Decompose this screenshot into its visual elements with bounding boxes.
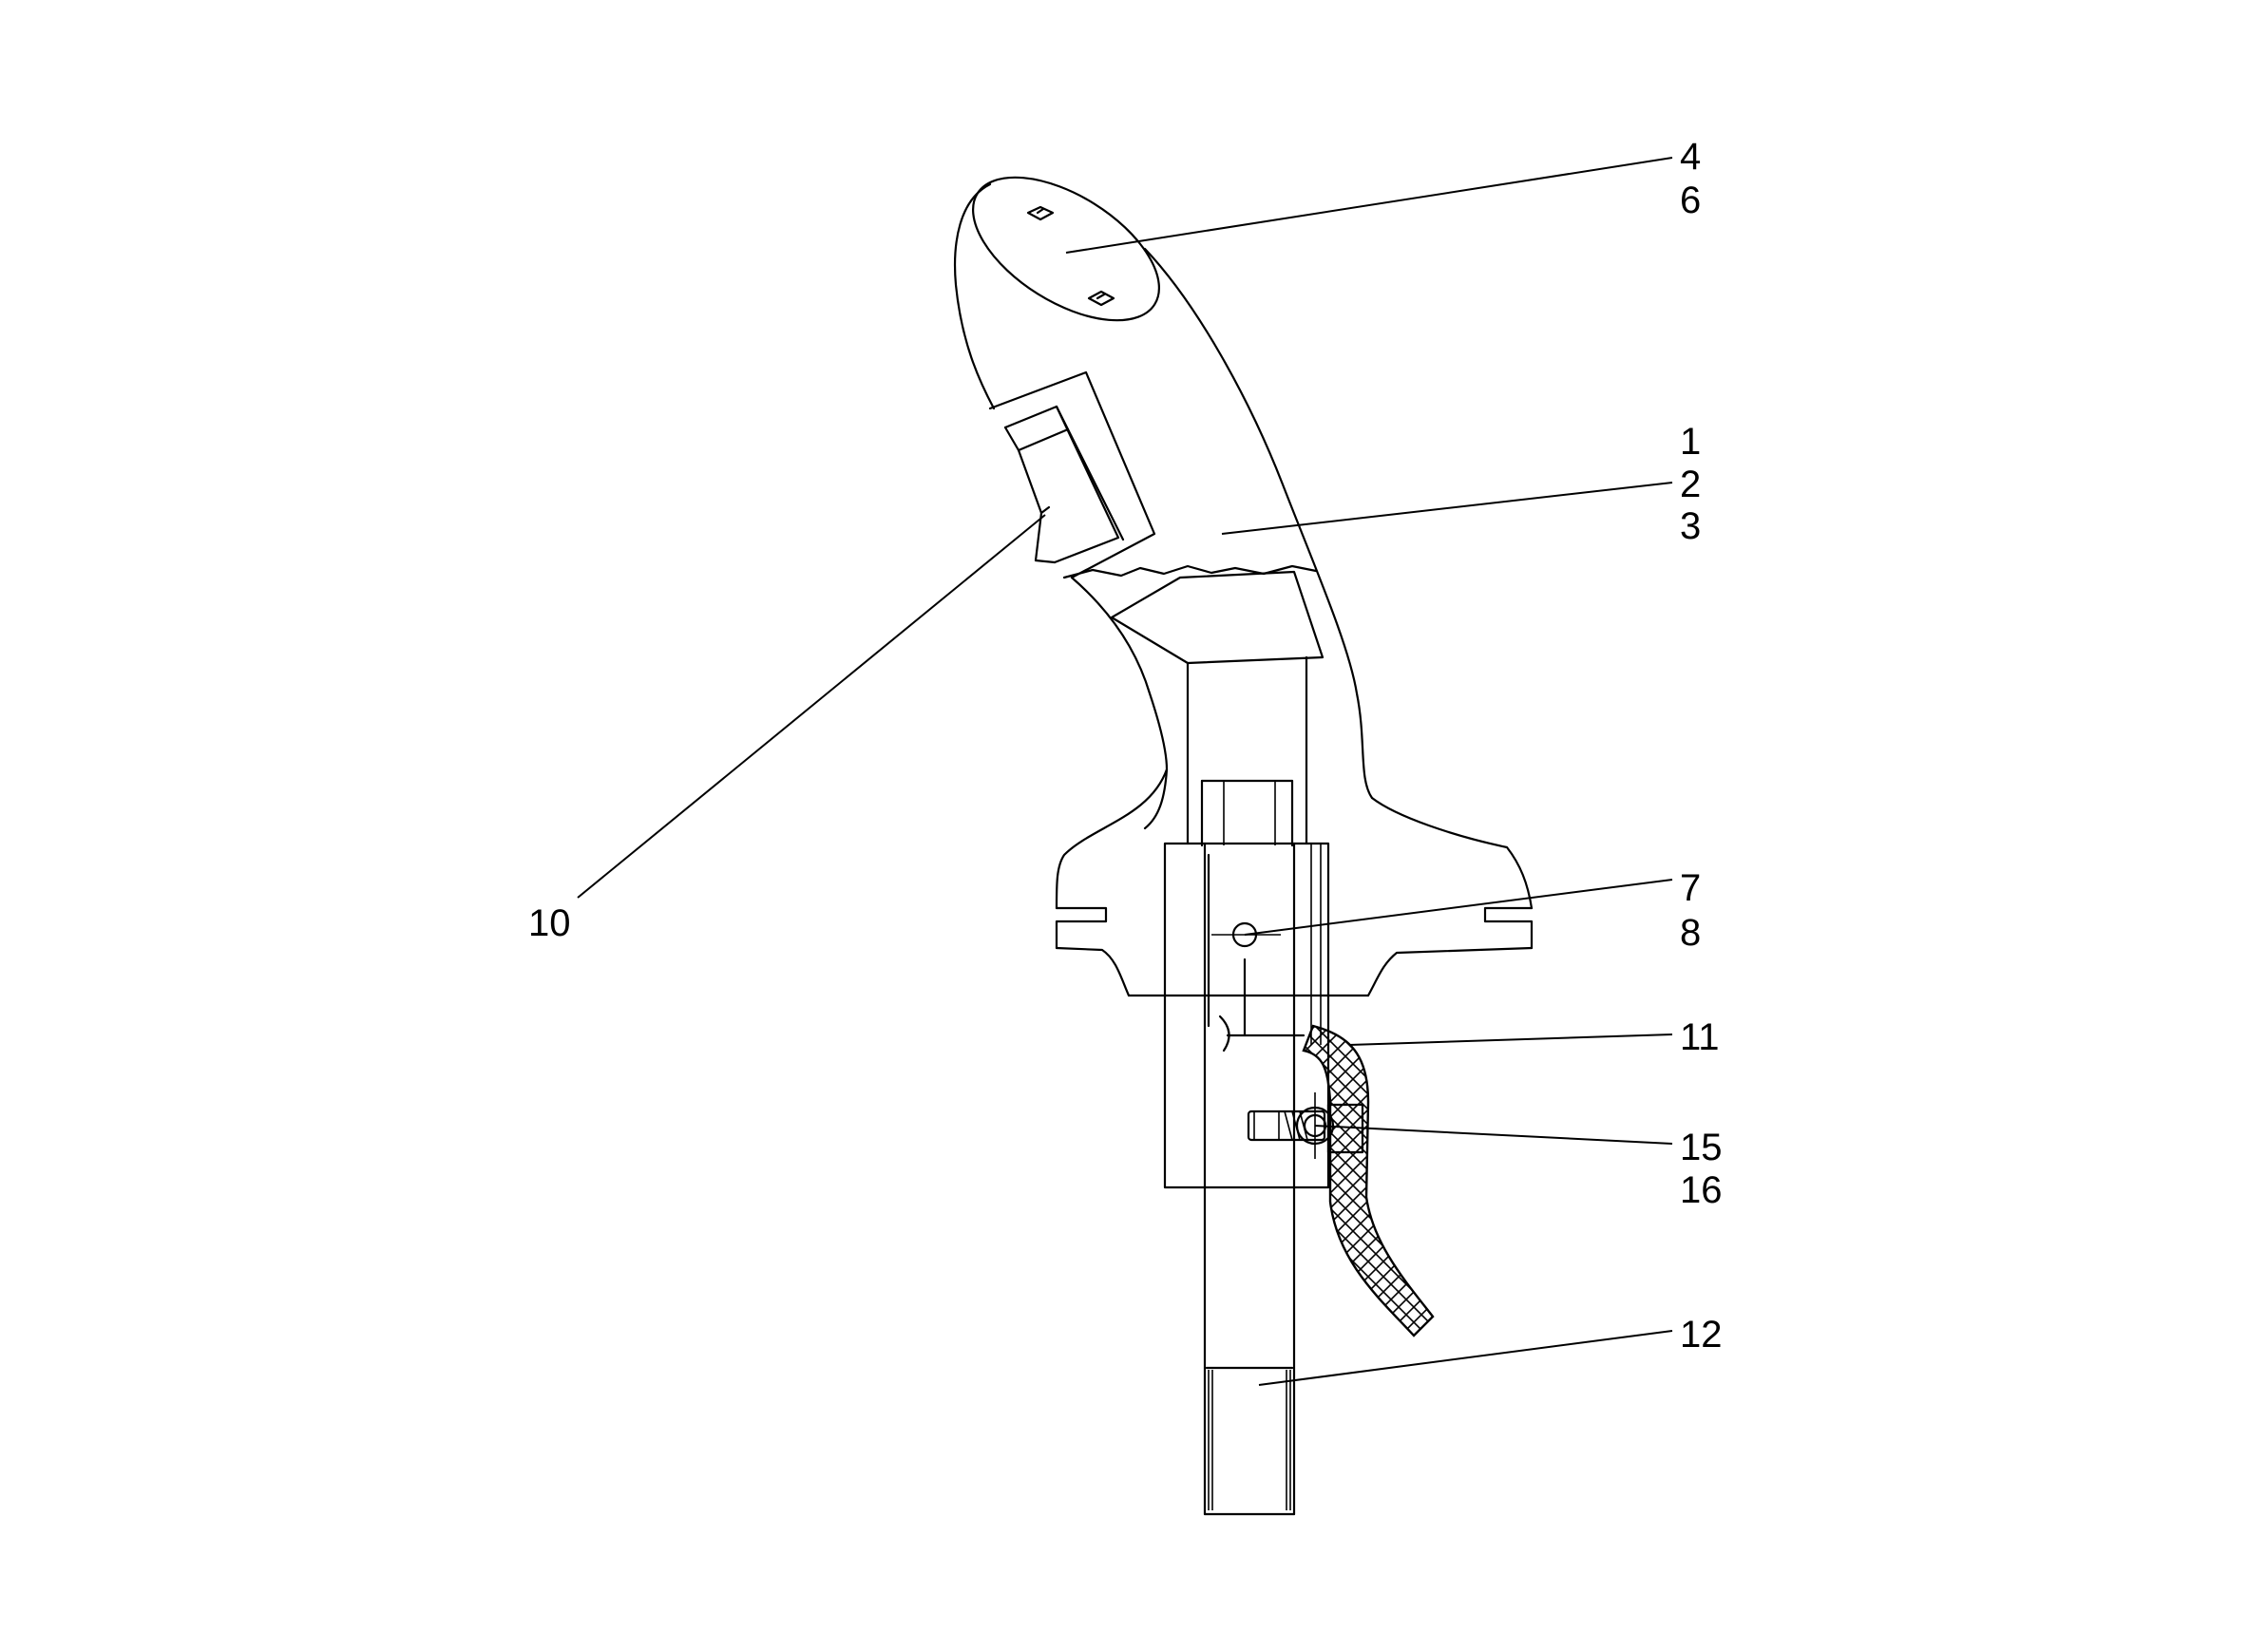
cable (1302, 1024, 1435, 1337)
trigger-switch (988, 370, 1156, 579)
callout-2: 2 (1680, 464, 1701, 505)
leader-1-2-3 (1221, 482, 1673, 535)
leader-4-6 (1065, 157, 1673, 254)
clamp-block (1163, 842, 1330, 1189)
leader-lines (577, 157, 1673, 1386)
leader-7-8 (1244, 879, 1673, 936)
callout-7: 7 (1680, 867, 1701, 909)
leader-11 (1348, 1034, 1673, 1046)
callout-15: 15 (1680, 1127, 1723, 1168)
callout-12: 12 (1680, 1314, 1723, 1356)
callouts: 4 6 1 2 3 10 7 8 11 15 16 12 (528, 136, 1723, 1356)
callout-16: 16 (1680, 1169, 1723, 1211)
callout-3: 3 (1680, 505, 1701, 547)
shaft-thread (1208, 1370, 1291, 1510)
leader-15-16 (1314, 1125, 1673, 1145)
screw-top (1026, 205, 1055, 221)
shaft (1186, 655, 1308, 847)
handle-grip (953, 176, 1374, 830)
lower-shaft (1203, 1185, 1296, 1516)
callout-4: 4 (1680, 136, 1701, 178)
callout-1: 1 (1680, 421, 1701, 463)
callout-10: 10 (528, 902, 571, 944)
callout-6: 6 (1680, 180, 1701, 221)
callout-8: 8 (1680, 912, 1701, 954)
mounting-flange (1055, 768, 1534, 997)
leader-10 (577, 514, 1046, 899)
leader-12 (1258, 1330, 1673, 1386)
screw-bottom (1087, 290, 1115, 307)
callout-11: 11 (1680, 1016, 1720, 1058)
